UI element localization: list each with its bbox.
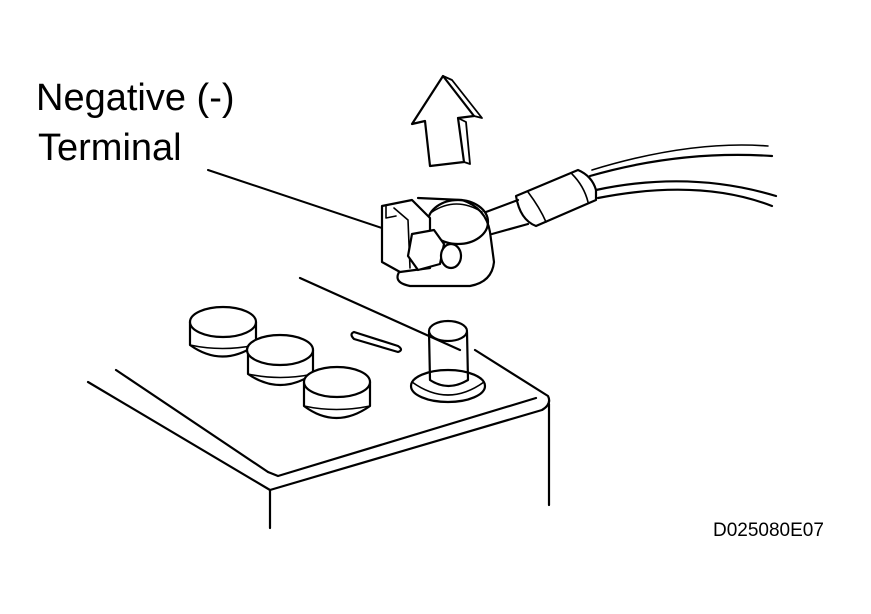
vent-cap-3 xyxy=(302,365,372,419)
callout-label-line2: Terminal xyxy=(38,127,182,169)
battery-terminal-clamp-icon xyxy=(380,196,530,288)
vent-cap-2 xyxy=(245,333,315,386)
battery-rim xyxy=(266,396,538,478)
up-arrow-icon xyxy=(410,74,483,168)
clamp-nut xyxy=(406,228,446,272)
cable-icon xyxy=(514,144,778,228)
cable-sleeve xyxy=(514,168,598,228)
battery-rim-left xyxy=(114,368,270,474)
indicator-slot xyxy=(350,330,403,354)
vent-cap-1 xyxy=(188,305,258,358)
figure-code: D025080E07 xyxy=(713,520,824,541)
clamp-bolt-end xyxy=(439,242,463,270)
callout-label-line1: Negative (-) xyxy=(36,77,235,119)
battery-icon xyxy=(86,276,551,530)
terminal-post xyxy=(409,319,487,404)
callout-leader-line xyxy=(207,169,383,229)
